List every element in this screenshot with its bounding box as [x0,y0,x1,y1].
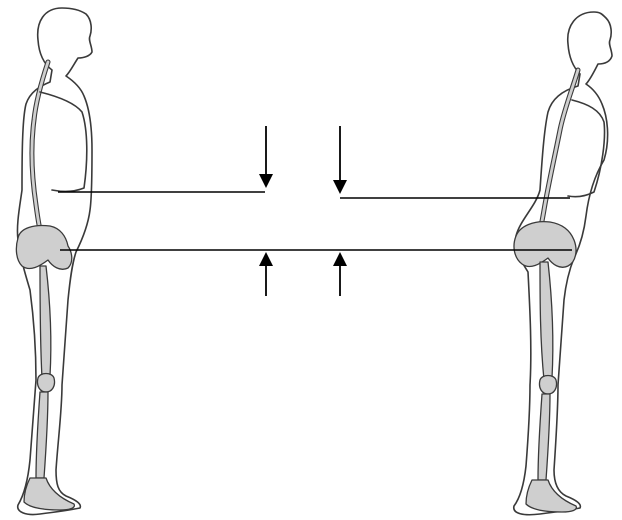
figure-right [514,12,612,515]
figure-left [16,8,92,515]
arrow-up-left [259,252,273,296]
arrow-down-left [259,126,273,188]
arrow-down-right-head [333,180,347,194]
knee-left [37,374,54,393]
arrow-up-right-head [333,252,347,266]
arrow-up-left-head [259,252,273,266]
reference-lines [58,192,572,250]
arrows [259,126,347,296]
arrow-up-right [333,252,347,296]
arrow-down-right [333,126,347,194]
knee-right [539,376,556,395]
arrow-down-left-head [259,174,273,188]
